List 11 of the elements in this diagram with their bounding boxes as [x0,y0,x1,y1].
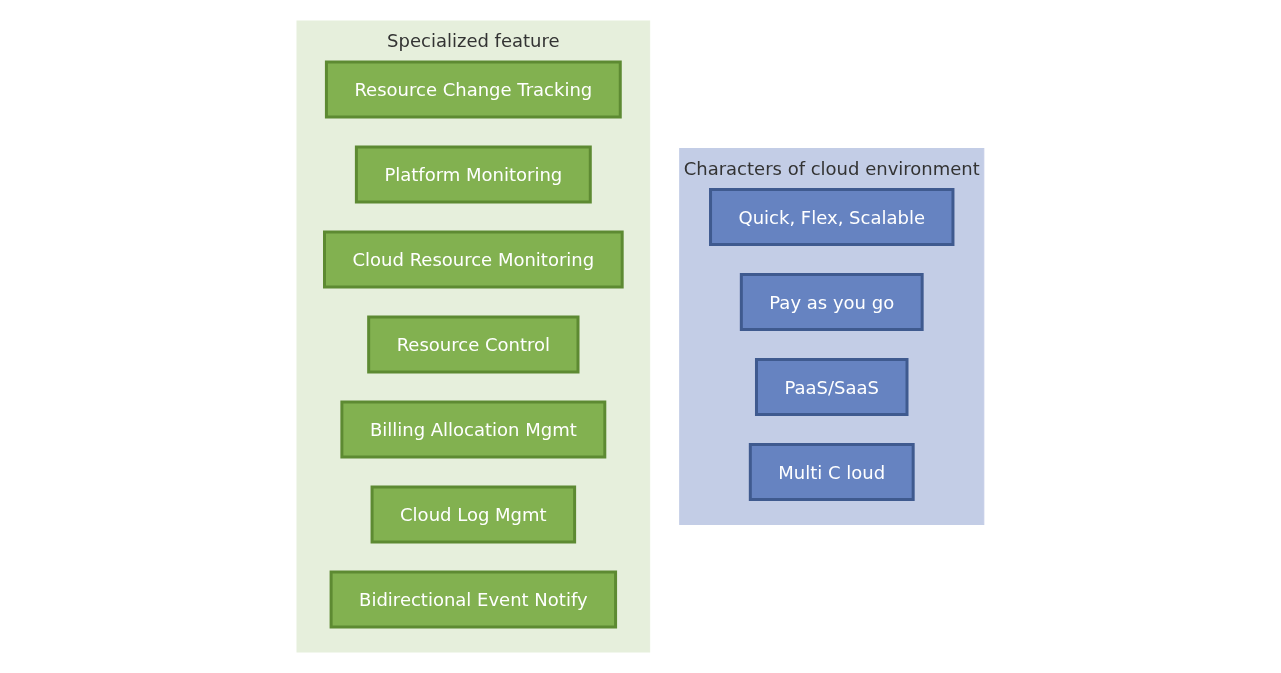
node-box: Multi C loud [748,443,915,501]
node-box: PaaS/SaaS [755,358,909,416]
node-box: Billing Allocation Mgmt [340,400,607,459]
node-box: Pay as you go [739,273,924,331]
node-box: Quick, Flex, Scalable [709,188,955,246]
node-box: Bidirectional Event Notify [329,570,618,629]
node-box: Cloud Resource Monitoring [323,230,624,289]
node-box: Platform Monitoring [355,145,592,204]
node-box: Cloud Log Mgmt [370,485,577,544]
node-box: Resource Change Tracking [325,60,622,119]
node-box: Resource Control [367,315,580,374]
